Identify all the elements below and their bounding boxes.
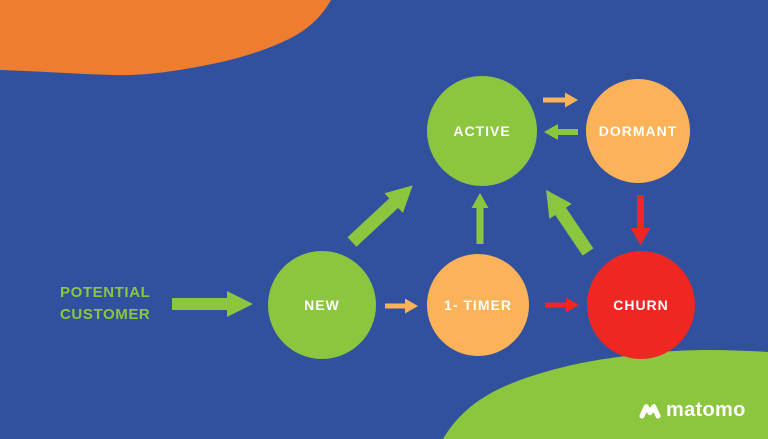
arrow-dormant-to-churn bbox=[630, 195, 651, 245]
orange-blob bbox=[0, 0, 331, 76]
arrow-new-to-one-timer bbox=[385, 298, 418, 314]
matomo-logo-text: matomo bbox=[666, 399, 746, 421]
arrow-one-timer-to-churn bbox=[545, 297, 579, 313]
node-dormant: DORMANT bbox=[586, 79, 690, 183]
arrow-active-to-dormant bbox=[543, 92, 578, 108]
potential-customer-label: POTENTIAL CUSTOMER bbox=[60, 282, 150, 326]
node-new: NEW bbox=[268, 251, 376, 359]
matomo-logo: matomo bbox=[639, 399, 746, 422]
matomo-m-icon bbox=[639, 402, 661, 419]
node-dormant-label: DORMANT bbox=[598, 123, 678, 139]
node-new-label: NEW bbox=[304, 297, 340, 313]
arrow-new-to-active bbox=[347, 185, 413, 247]
green-blob bbox=[443, 349, 768, 439]
node-active: ACTIVE bbox=[427, 76, 537, 186]
node-one-timer: 1- TIMER bbox=[427, 254, 529, 356]
arrow-one-timer-to-active bbox=[471, 193, 489, 244]
arrow-churn-to-active bbox=[546, 189, 594, 256]
arrow-dormant-to-active bbox=[544, 124, 578, 140]
arrow-potential-to-new bbox=[172, 291, 253, 317]
node-churn: CHURN bbox=[587, 251, 695, 359]
node-active-label: ACTIVE bbox=[453, 123, 511, 139]
node-churn-label: CHURN bbox=[613, 297, 669, 313]
potential-customer-line2: CUSTOMER bbox=[60, 306, 151, 323]
node-one-timer-label: 1- TIMER bbox=[444, 297, 512, 313]
potential-customer-line1: POTENTIAL bbox=[60, 284, 151, 301]
